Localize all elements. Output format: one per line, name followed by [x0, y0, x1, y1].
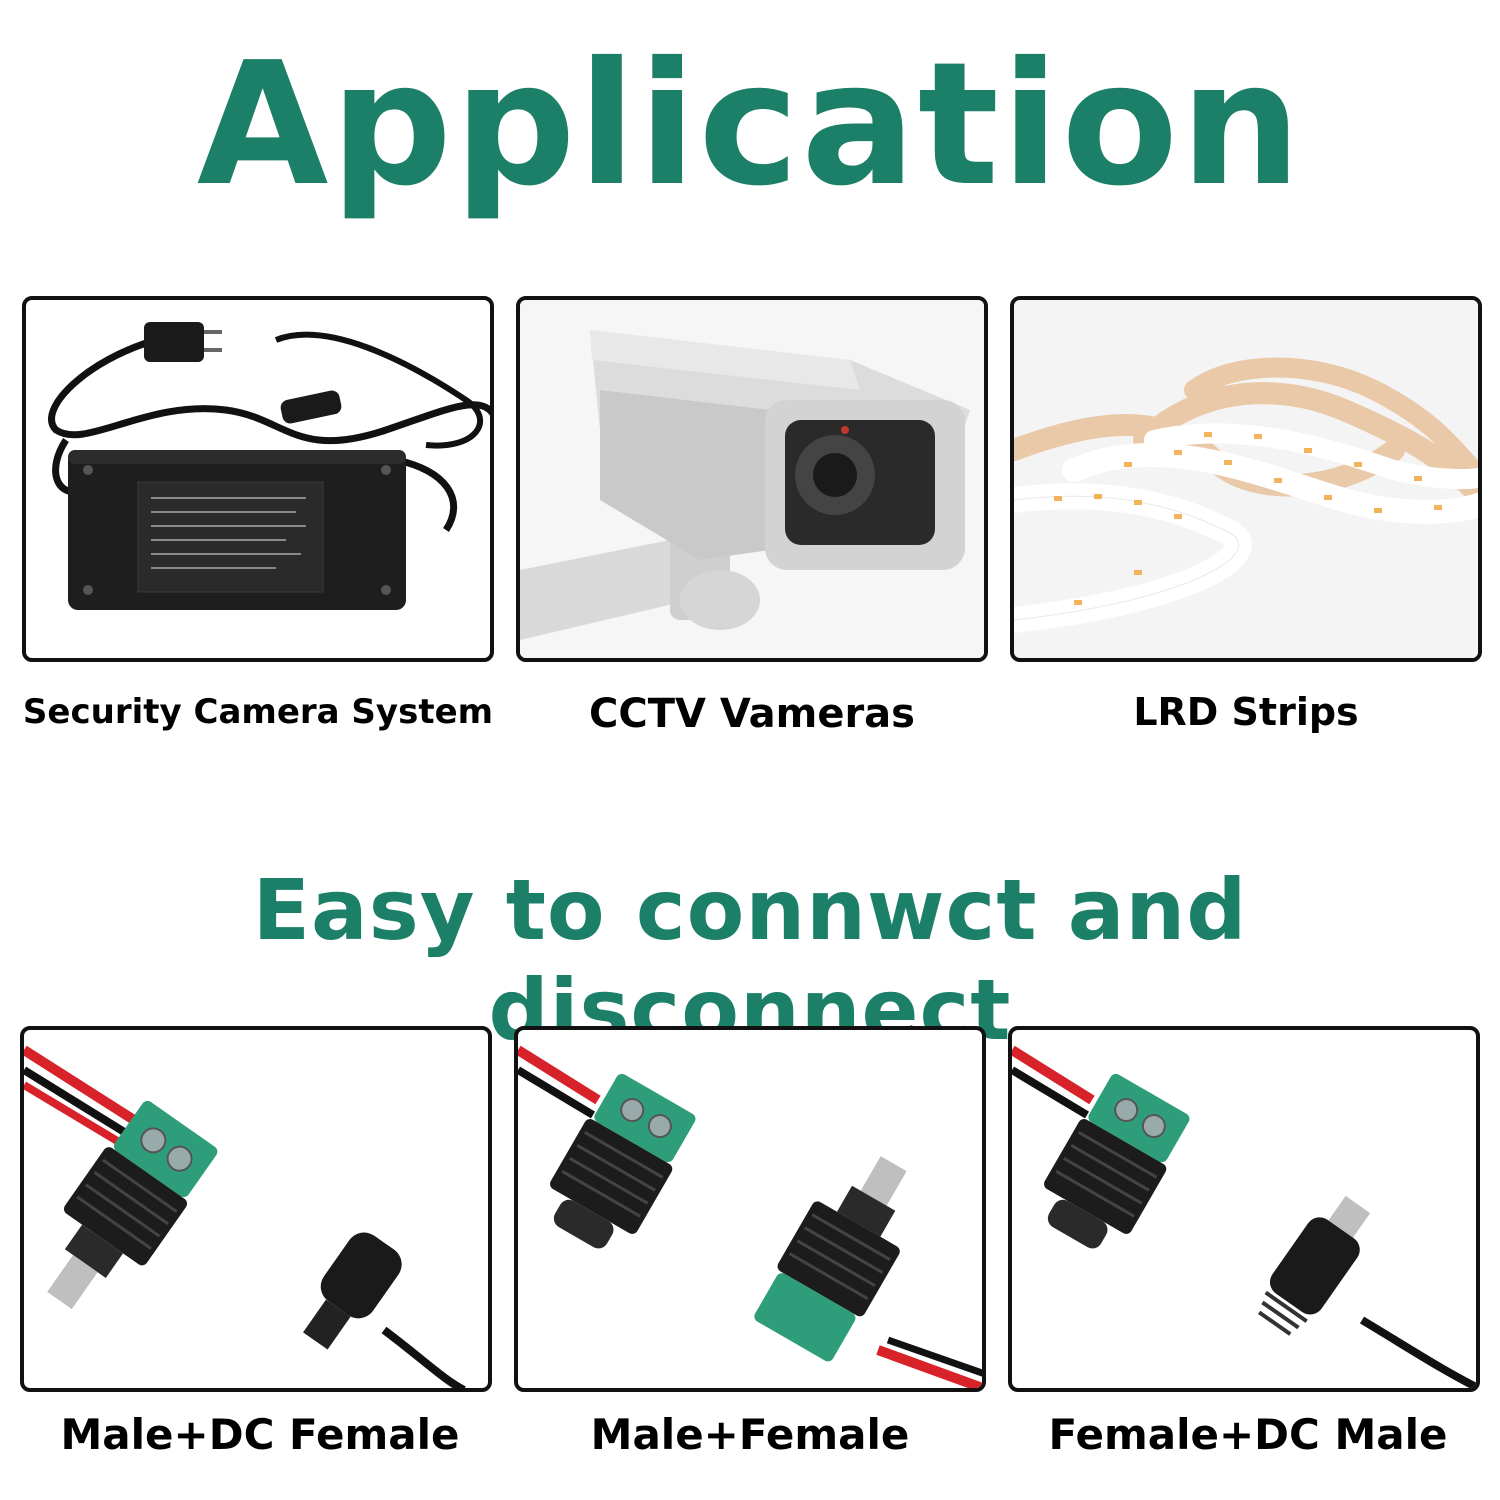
application-label-led-strips: LRD Strips [1133, 690, 1359, 734]
female-dc-to-male-connector-image [518, 1045, 982, 1388]
application-panel-led-strip [1010, 296, 1482, 662]
application-label-cctv: CCTV Vameras [589, 691, 915, 737]
connector-panel-male-dc-female [20, 1026, 492, 1392]
cctv-camera-image [520, 300, 984, 658]
application-heading: Application [196, 26, 1304, 224]
connector-label-male-dc-female: Male+DC Female [60, 1410, 460, 1459]
application-panel-cctv [516, 296, 988, 662]
connect-heading: Easy to connwct and disconnect [252, 861, 1248, 1059]
female-connector-to-dc-male-image [1012, 1045, 1476, 1388]
connector-panel-male-female [514, 1026, 986, 1392]
application-label-security-camera: Security Camera System [22, 692, 494, 732]
led-strip-image [1014, 300, 1478, 658]
power-adapter-image [48, 322, 490, 610]
application-panel-power-adapter [22, 296, 494, 662]
connector-label-male-female: Male+Female [590, 1410, 910, 1459]
connector-panel-female-dc-male [1008, 1026, 1480, 1392]
connector-label-female-dc-male: Female+DC Male [1048, 1410, 1448, 1459]
male-connector-to-dc-female-image [24, 1045, 466, 1388]
